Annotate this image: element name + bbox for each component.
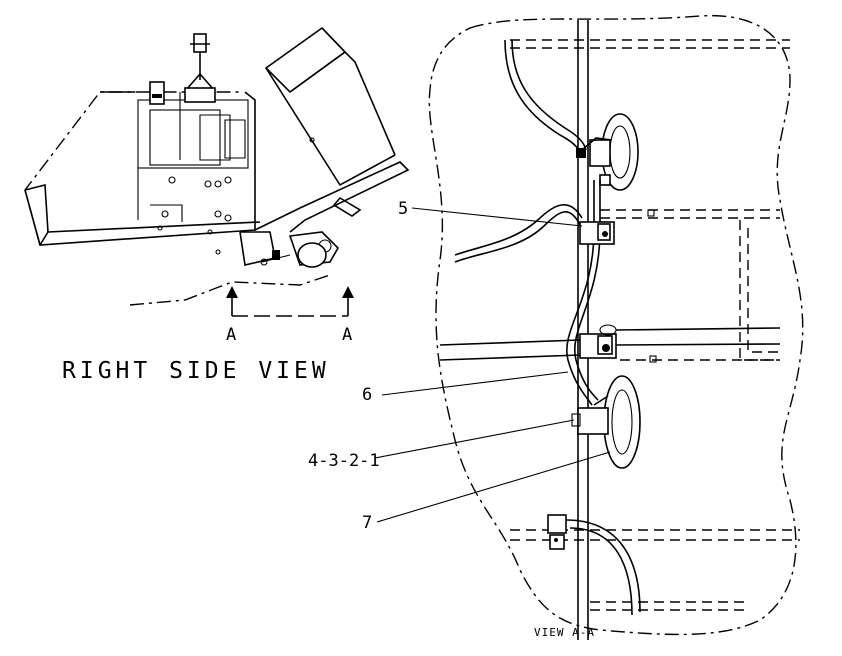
upper-horn-icon [576, 113, 639, 191]
section-marker [226, 286, 354, 317]
right-side-view-drawing [24, 26, 410, 306]
section-marker-right: A [342, 325, 352, 345]
callout-4-3-2-1: 4-3-2-1 [308, 451, 380, 471]
right-side-view-label: RIGHT SIDE VIEW [62, 358, 330, 384]
lower-horn-icon [571, 375, 641, 469]
callout-7: 7 [362, 513, 372, 533]
section-arrow-icon [226, 286, 238, 298]
callout-6: 6 [362, 385, 372, 405]
section-view-label: VIEW A-A [534, 626, 595, 639]
callout-5: 5 [398, 199, 408, 219]
view-a-a-drawing [428, 14, 804, 640]
joystick-icon [184, 33, 216, 103]
callout-leaders [374, 207, 611, 523]
section-marker-left: A [226, 325, 236, 345]
